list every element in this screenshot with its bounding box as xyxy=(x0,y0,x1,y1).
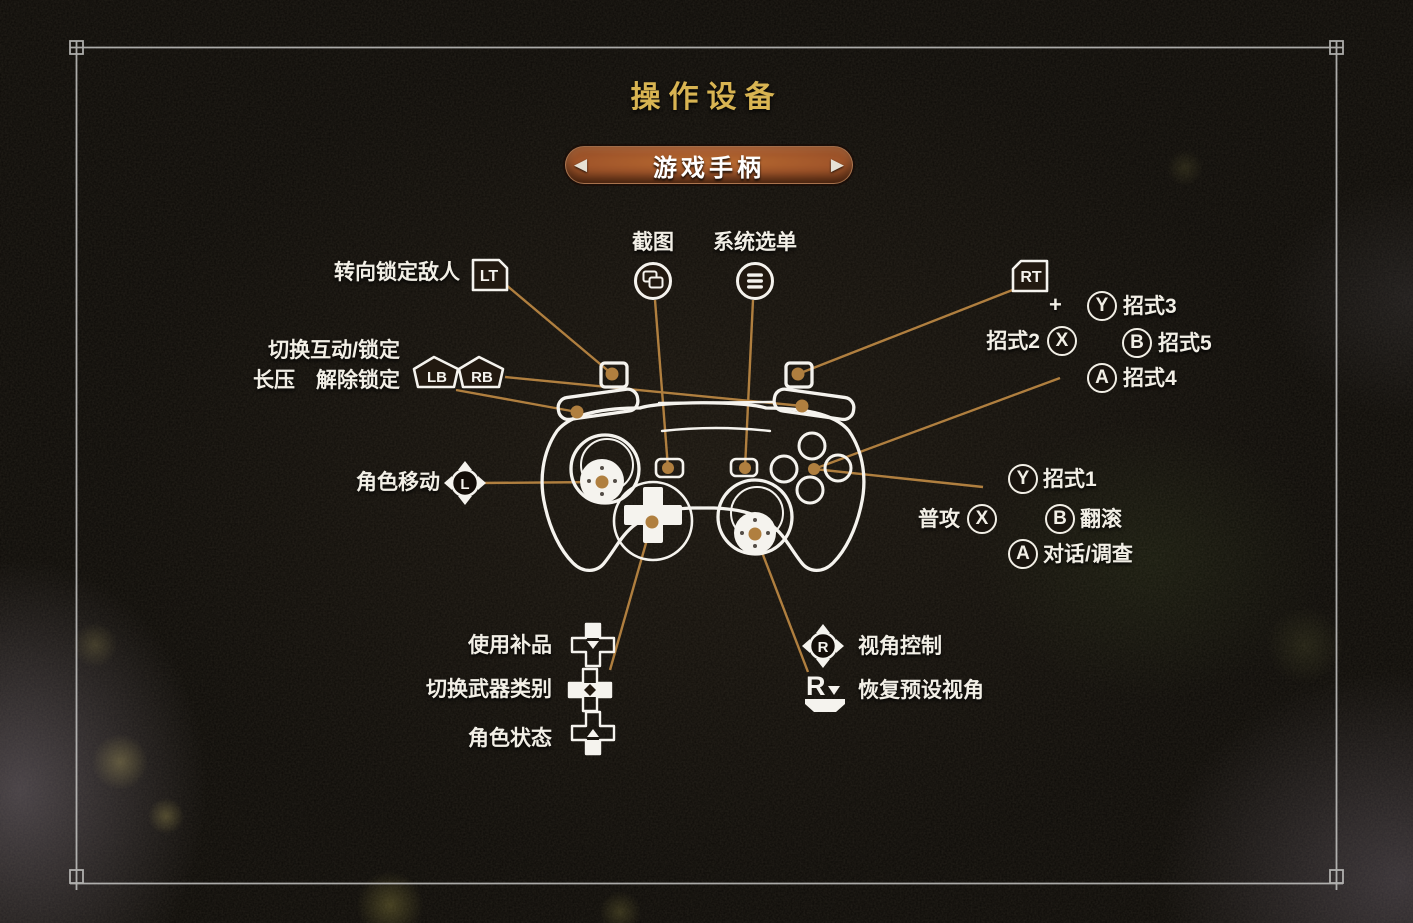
label-character-move: 角色移动 xyxy=(356,471,440,494)
frame-corner-ornament-bl xyxy=(69,869,84,884)
stick-detail-dots xyxy=(587,466,770,548)
dpad-housing xyxy=(612,480,694,562)
label-skill2: 招式2 xyxy=(986,330,1040,353)
view-button xyxy=(654,457,685,479)
rt-badge-text: RT xyxy=(1020,269,1042,286)
lb-badge-text: LB xyxy=(427,369,447,386)
frame-corner-ornament-tr xyxy=(1329,40,1344,55)
right-stick-icon: R xyxy=(802,624,844,668)
label-screenshot: 截图 xyxy=(632,231,674,254)
page-title: 操作设备 xyxy=(630,81,783,114)
dpad-cross xyxy=(624,487,682,543)
button-y-combo: Y xyxy=(1087,291,1117,321)
right-stick-letter: R xyxy=(818,639,829,656)
label-turn-lock-enemy: 转向锁定敌人 xyxy=(334,261,460,284)
device-selector[interactable]: ◀ 游戏手柄 ▶ xyxy=(565,146,853,184)
label-camera-control: 视角控制 xyxy=(858,635,942,658)
label-hold-release-lock: 长压 解除锁定 xyxy=(253,369,400,392)
lt-badge xyxy=(471,258,509,292)
controller-filled-parts xyxy=(580,459,776,554)
controller-body xyxy=(540,401,866,573)
face-button-top xyxy=(797,431,827,461)
line-right-stick xyxy=(753,533,810,673)
left-trigger xyxy=(599,361,629,389)
right-stick-press-letter: R xyxy=(806,671,826,701)
screenshot-icon xyxy=(634,262,672,300)
button-a-combo: A xyxy=(1087,363,1117,393)
left-stick-icon: L xyxy=(444,461,486,505)
line-rb xyxy=(504,375,803,408)
button-x: X xyxy=(967,504,997,534)
dpad-down-icon xyxy=(570,710,616,756)
prev-device-arrow-icon[interactable]: ◀ xyxy=(574,155,588,174)
label-skill3: 招式3 xyxy=(1123,295,1177,318)
face-button-left xyxy=(769,454,799,484)
label-skill5: 招式5 xyxy=(1158,332,1212,355)
plus-sign: + xyxy=(1049,292,1062,317)
label-switch-weapon-type: 切换武器类别 xyxy=(426,678,552,701)
label-skill1: 招式1 xyxy=(1043,468,1097,491)
rb-badge-text: RB xyxy=(471,369,493,386)
dpad-up-icon xyxy=(570,622,616,668)
right-stick-press-icon: R xyxy=(805,671,845,712)
device-selector-value: 游戏手柄 xyxy=(653,154,765,182)
right-bumper xyxy=(772,387,856,422)
dpad-horizontal-icon xyxy=(567,667,613,713)
rb-badge xyxy=(457,355,505,389)
button-a: A xyxy=(1008,539,1038,569)
label-roll: 翻滚 xyxy=(1080,508,1122,531)
frame-corner-ornament-br xyxy=(1329,869,1344,884)
next-device-arrow-icon[interactable]: ▶ xyxy=(830,155,844,174)
right-stick xyxy=(734,512,776,554)
button-x-combo: X xyxy=(1047,326,1077,356)
label-toggle-interact-lock: 切换互动/锁定 xyxy=(268,339,400,362)
controller-outline xyxy=(540,361,866,573)
dpad-icon-fills xyxy=(569,624,611,754)
right-stick-housing xyxy=(716,478,794,556)
button-b: B xyxy=(1045,504,1075,534)
left-stick-housing xyxy=(569,433,641,505)
label-normal-attack: 普攻 xyxy=(918,508,960,531)
menu-icon xyxy=(736,262,774,300)
left-bumper xyxy=(556,387,640,422)
lt-badge-text: LT xyxy=(480,268,499,285)
label-system-menu: 系统选单 xyxy=(713,231,797,254)
face-button-bottom xyxy=(795,475,825,505)
line-dpad xyxy=(608,521,654,671)
line-lb xyxy=(455,388,578,414)
line-normal-cluster xyxy=(813,467,984,489)
label-character-status: 角色状态 xyxy=(468,727,552,750)
label-talk-investigate: 对话/调查 xyxy=(1043,543,1133,566)
face-button-right xyxy=(823,453,853,483)
line-screenshot xyxy=(653,299,670,469)
left-stick xyxy=(580,459,624,503)
line-combo-cluster xyxy=(813,376,1061,471)
press-down-arrow-icon xyxy=(828,686,840,695)
left-stick-letter: L xyxy=(460,476,469,493)
line-lt xyxy=(504,283,613,375)
frame-corner-ornament-tl xyxy=(69,40,84,55)
rt-badge xyxy=(1011,259,1049,293)
menu-button xyxy=(729,457,759,478)
right-trigger xyxy=(784,361,814,389)
label-skill4: 招式4 xyxy=(1123,367,1177,390)
button-y: Y xyxy=(1008,464,1038,494)
line-left-stick xyxy=(478,480,603,485)
lb-badge xyxy=(412,355,460,389)
line-menu xyxy=(743,299,755,469)
button-b-combo: B xyxy=(1122,328,1152,358)
connector-dots xyxy=(570,367,820,541)
label-use-item: 使用补品 xyxy=(468,634,552,657)
label-reset-camera: 恢复预设视角 xyxy=(858,679,984,702)
